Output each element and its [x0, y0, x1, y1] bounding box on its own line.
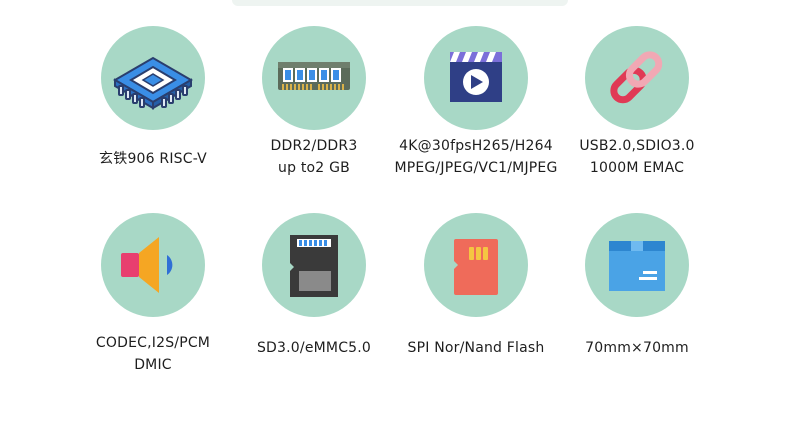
feature-label-line: SPI Nor/Nand Flash — [407, 340, 545, 356]
feature-label: CODEC,I2S/PCM DMIC — [53, 332, 253, 376]
flash-card-icon — [424, 213, 528, 317]
feature-label: SD3.0/eMMC5.0 — [214, 337, 414, 359]
feature-label-line: up to2 GB — [278, 160, 350, 176]
feature-label-line: 1000M EMAC — [589, 160, 685, 176]
processor-chip-icon — [101, 26, 205, 130]
feature-label: 4K@30fpsH265/H264 MPEG/JPEG/VC1/MJPEG — [376, 135, 576, 179]
memory-module-icon — [262, 26, 366, 130]
feature-label-line: DDR2/DDR3 — [270, 138, 358, 154]
feature-label-line: CODEC,I2S/PCM — [95, 335, 211, 351]
speaker-audio-icon — [101, 213, 205, 317]
feature-label-line: MPEG/JPEG/VC1/MJPEG — [394, 160, 558, 176]
feature-label: 70mm×70mm — [537, 337, 737, 359]
feature-label-line: 70mm×70mm — [585, 340, 689, 356]
feature-label-line: 4K@30fpsH265/H264 — [399, 138, 553, 154]
feature-label: USB2.0,SDIO3.0 1000M EMAC — [537, 135, 737, 179]
feature-label: DDR2/DDR3 up to2 GB — [214, 135, 414, 179]
chain-link-icon — [585, 26, 689, 130]
feature-label: 玄铁906 RISC-V — [53, 148, 253, 170]
box-package-icon — [585, 213, 689, 317]
feature-label-line: 玄铁906 RISC-V — [99, 151, 207, 167]
video-play-icon — [424, 26, 528, 130]
feature-label: SPI Nor/Nand Flash — [376, 337, 576, 359]
sd-card-icon — [262, 213, 366, 317]
feature-label-line: DMIC — [134, 357, 172, 373]
feature-label-line: USB2.0,SDIO3.0 — [579, 138, 695, 154]
top-divider — [232, 0, 568, 6]
feature-label-line: SD3.0/eMMC5.0 — [256, 340, 372, 356]
